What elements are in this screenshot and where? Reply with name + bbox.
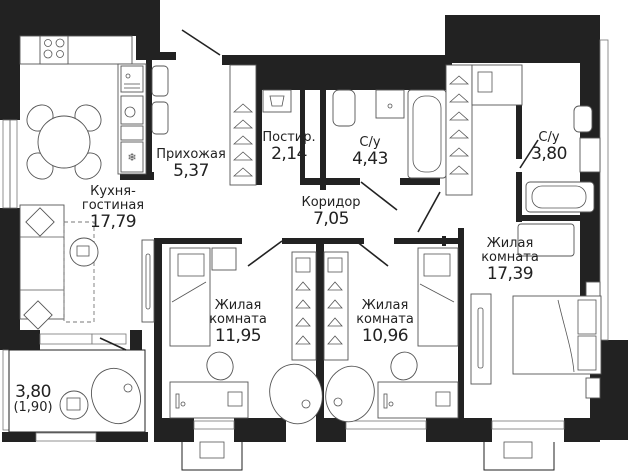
dining-table [26,104,102,180]
kitchen-furniture: ❄ [19,35,169,330]
room-area: 10,96 [361,326,409,346]
sofa [19,204,155,330]
room-label-hallway: Прихожая 5,37 [156,147,226,181]
hallway-wardrobe [229,64,292,186]
room-area: 3,80 [15,382,51,402]
balcony-outline [8,349,146,433]
room-label-corridor: Коридор 7,05 [301,195,361,229]
doors [99,29,539,351]
room-name: Прихожая [156,147,226,162]
room-name: С/у [359,135,381,150]
toilet-icon [332,89,356,127]
svg-text:❄: ❄ [127,151,136,164]
room-label-bedroom-1: Жилая комната 11,95 [209,298,267,346]
room-name: гостиная [81,198,145,213]
balcony-furniture [59,367,141,425]
room-area: 7,05 [313,209,349,229]
sink-icon [120,65,144,93]
room-label-bedroom-2: Жилая комната 10,96 [356,298,414,346]
dishwasher-icon [120,95,144,125]
room-name: Кухня- [90,184,136,199]
room-label-bedroom-master: Жилая комната 17,39 [481,236,539,284]
room-area: 3,80 [531,144,567,164]
room-label-kitchen-living: Кухня- гостиная 17,79 [81,184,145,232]
room-name: комната [481,250,539,265]
room-label-balcony: 3,80 (1,90) [13,383,52,415]
room-name: Жилая [361,298,409,313]
room-area: 2,14 [271,144,307,164]
room-name: Коридор [301,195,361,210]
room-label-bathroom-2: С/у 3,80 [531,130,567,164]
room-area: 4,43 [352,149,388,169]
room-name: комната [209,312,267,327]
room-name: Жилая [486,236,534,251]
master-wardrobe [445,64,523,196]
fridge-icon [120,141,144,173]
room-area: 11,95 [214,326,262,346]
room-area-reduced: (1,90) [13,400,53,415]
french-balconies [181,441,555,471]
master-bedroom-furniture [470,223,602,399]
room-name: комната [356,312,414,327]
room-label-laundry: Постир. 2,14 [262,130,316,164]
windows [2,39,609,442]
bedroom-2-furniture [323,247,459,423]
room-name: С/у [538,130,560,145]
room-name: Постир. [262,130,316,145]
room-name: Жилая [214,298,262,313]
room-label-bathroom-1: С/у 4,43 [352,135,388,169]
cooktop-icon [39,35,69,65]
bedroom-1-furniture [169,247,323,425]
room-area: 5,37 [173,161,209,181]
room-area: 17,39 [486,264,534,284]
bathroom-1-fixtures [332,89,447,179]
room-area: 17,79 [89,212,137,232]
bathroom-2-fixtures [525,105,601,213]
washing-machine-icon [262,89,292,113]
